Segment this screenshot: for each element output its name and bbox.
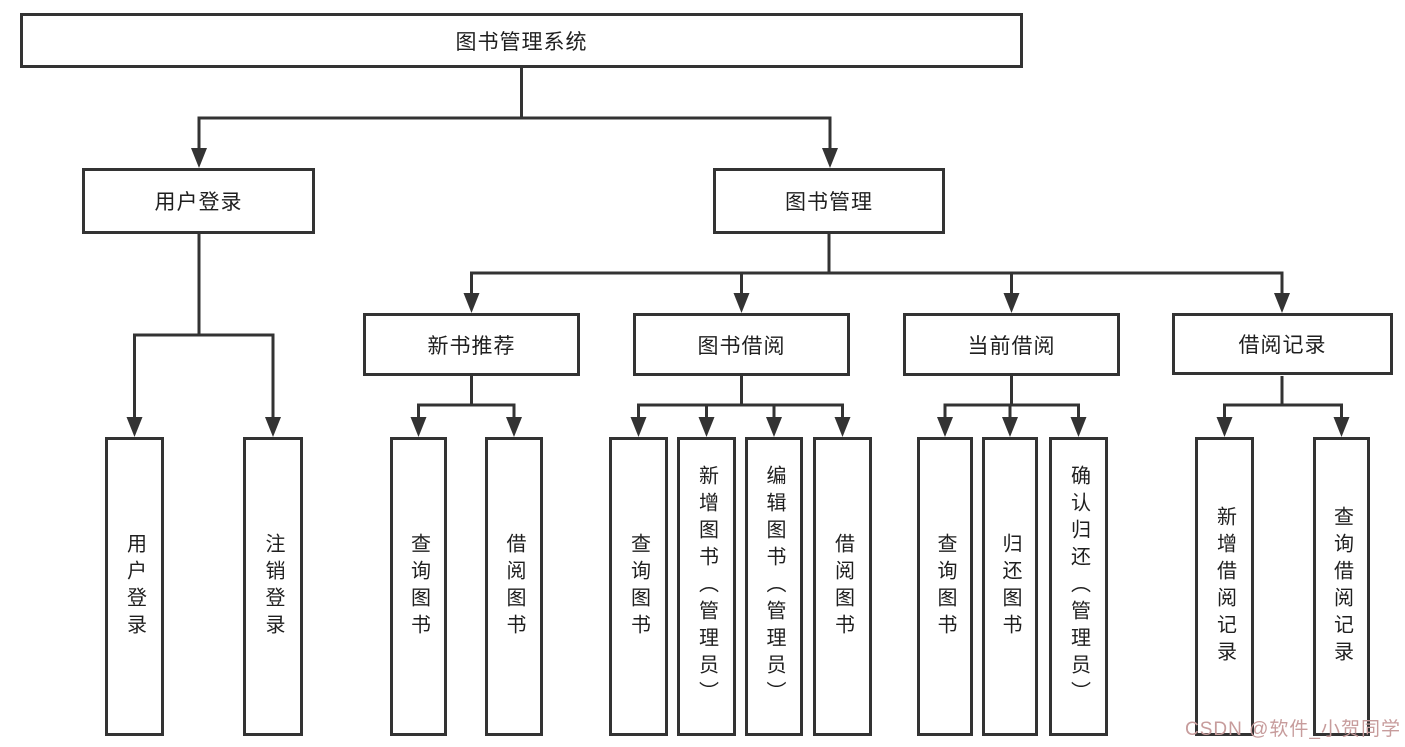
node-book-management: 图书管理 (713, 168, 945, 234)
leaf-query-books-3: 查询图书 (917, 437, 973, 736)
leaf-borrow-books-2: 借阅图书 (813, 437, 872, 736)
leaf-return-books: 归还图书 (982, 437, 1038, 736)
leaf-confirm-return-admin: 确认归还（管理员） (1049, 437, 1108, 736)
leaf-borrow-books-1: 借阅图书 (485, 437, 543, 736)
node-root-system: 图书管理系统 (20, 13, 1023, 68)
node-current-borrowing: 当前借阅 (903, 313, 1120, 376)
leaf-edit-books-admin: 编辑图书（管理员） (745, 437, 803, 736)
leaf-user-login: 用户登录 (105, 437, 164, 736)
leaf-query-borrow-record: 查询借阅记录 (1313, 437, 1370, 736)
node-borrowing-records: 借阅记录 (1172, 313, 1393, 375)
node-new-book-recommend: 新书推荐 (363, 313, 580, 376)
leaf-logout: 注销登录 (243, 437, 303, 736)
node-user-login: 用户登录 (82, 168, 315, 234)
leaf-add-borrow-record: 新增借阅记录 (1195, 437, 1254, 736)
leaf-query-books-2: 查询图书 (609, 437, 668, 736)
leaf-add-books-admin: 新增图书（管理员） (677, 437, 736, 736)
node-book-borrowing: 图书借阅 (633, 313, 850, 376)
leaf-query-books-1: 查询图书 (390, 437, 447, 736)
csdn-watermark: CSDN @软件_小贺同学 (1185, 719, 1401, 740)
